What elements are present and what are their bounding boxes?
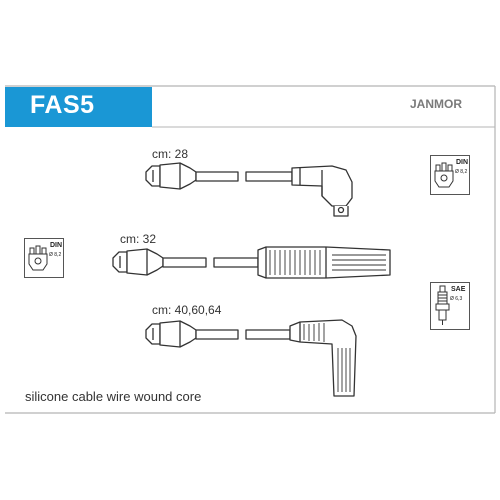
din-distributor-left-icon: DIN Ø 8,2 <box>24 238 64 278</box>
std-left-label: DIN <box>50 242 62 249</box>
product-code: FAS5 <box>30 91 95 119</box>
cable-2-length: cm: 32 <box>120 232 157 246</box>
std-bottom-size: Ø 6,3 <box>450 296 462 302</box>
cable-1-length: cm: 28 <box>152 147 189 161</box>
product-code-banner <box>5 87 152 127</box>
sae-spark-plug-icon: SAE Ø 6,3 <box>430 282 470 330</box>
brand-name: JANMOR <box>410 97 463 111</box>
std-bottom-label: SAE <box>451 286 466 293</box>
cable-3-length: cm: 40,60,64 <box>152 303 222 317</box>
cable-spec-note: silicone cable wire wound core <box>25 389 202 404</box>
din-distributor-icon: DIN Ø 8,2 <box>430 155 470 195</box>
std-top-label: DIN <box>456 159 468 166</box>
std-left-size: Ø 8,2 <box>49 252 61 258</box>
std-top-size: Ø 8,2 <box>455 169 467 175</box>
